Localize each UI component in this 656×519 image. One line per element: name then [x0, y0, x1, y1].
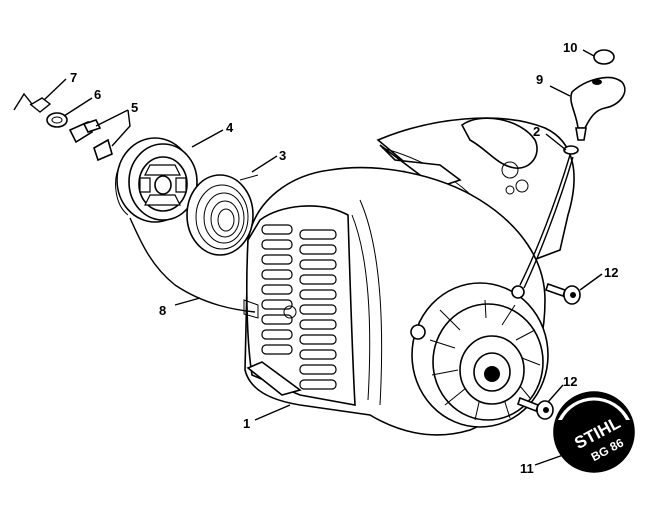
callout-3: 3: [279, 148, 286, 163]
callout-8: 8: [159, 303, 166, 318]
callout-7: 7: [70, 70, 77, 85]
callout-5: 5: [131, 100, 138, 115]
callout-4: 4: [226, 120, 234, 135]
callout-labels: 1 2 3 4 5 6 7 8 9 10 11 12 12: [70, 40, 618, 476]
starter-hub: [410, 282, 549, 428]
washer: [46, 112, 68, 128]
callout-12-upper: 12: [604, 265, 618, 280]
callout-10: 10: [563, 40, 577, 55]
screw-lower: [517, 396, 554, 420]
grille-ribs: [261, 224, 337, 390]
starter-rope: [129, 154, 574, 313]
callout-12-lower: 12: [563, 374, 577, 389]
callout-1: 1: [243, 416, 250, 431]
logo-cover: STIHL BG 86: [553, 391, 635, 473]
starter-grip: [563, 49, 626, 155]
rope-rotor: [115, 137, 198, 223]
callout-6: 6: [94, 87, 101, 102]
callout-2: 2: [533, 124, 540, 139]
leader-lines: [43, 49, 603, 466]
rewind-spring: [186, 174, 259, 256]
screw-upper: [544, 282, 581, 305]
pawls: [68, 119, 113, 162]
callout-9: 9: [536, 72, 543, 87]
callout-11: 11: [520, 461, 534, 476]
spring-clip: [13, 92, 52, 113]
